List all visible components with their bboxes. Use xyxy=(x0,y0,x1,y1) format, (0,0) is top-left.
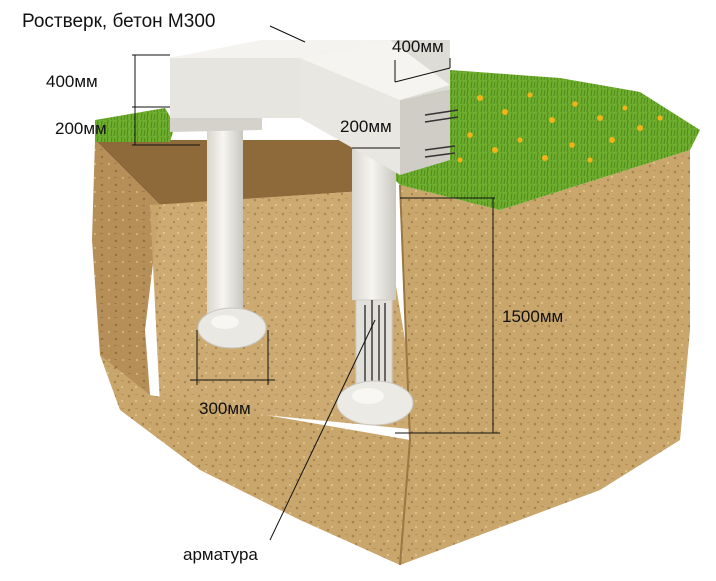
pile-depth-label: 1500мм xyxy=(502,307,564,326)
grillage-beam xyxy=(170,40,450,175)
pile-width-label: 200мм xyxy=(340,117,392,136)
dimension-lines xyxy=(132,25,500,541)
grass-top xyxy=(380,70,700,210)
title-label: Ростверк, бетон М300 xyxy=(22,11,216,32)
soil-left-face xyxy=(92,140,160,405)
grillage-height-label: 400мм xyxy=(46,72,98,91)
left-pile xyxy=(197,128,267,349)
pile-base-diameter-label: 300мм xyxy=(199,399,251,418)
rebar-label: арматура xyxy=(183,545,258,564)
rebar-stubs xyxy=(424,109,459,158)
flowers xyxy=(457,92,663,163)
soil-right-face xyxy=(400,150,690,565)
grillage-width-label: 400мм xyxy=(392,37,444,56)
soil-front-face xyxy=(100,355,410,565)
grillage-depth-label: 200мм xyxy=(55,119,107,138)
